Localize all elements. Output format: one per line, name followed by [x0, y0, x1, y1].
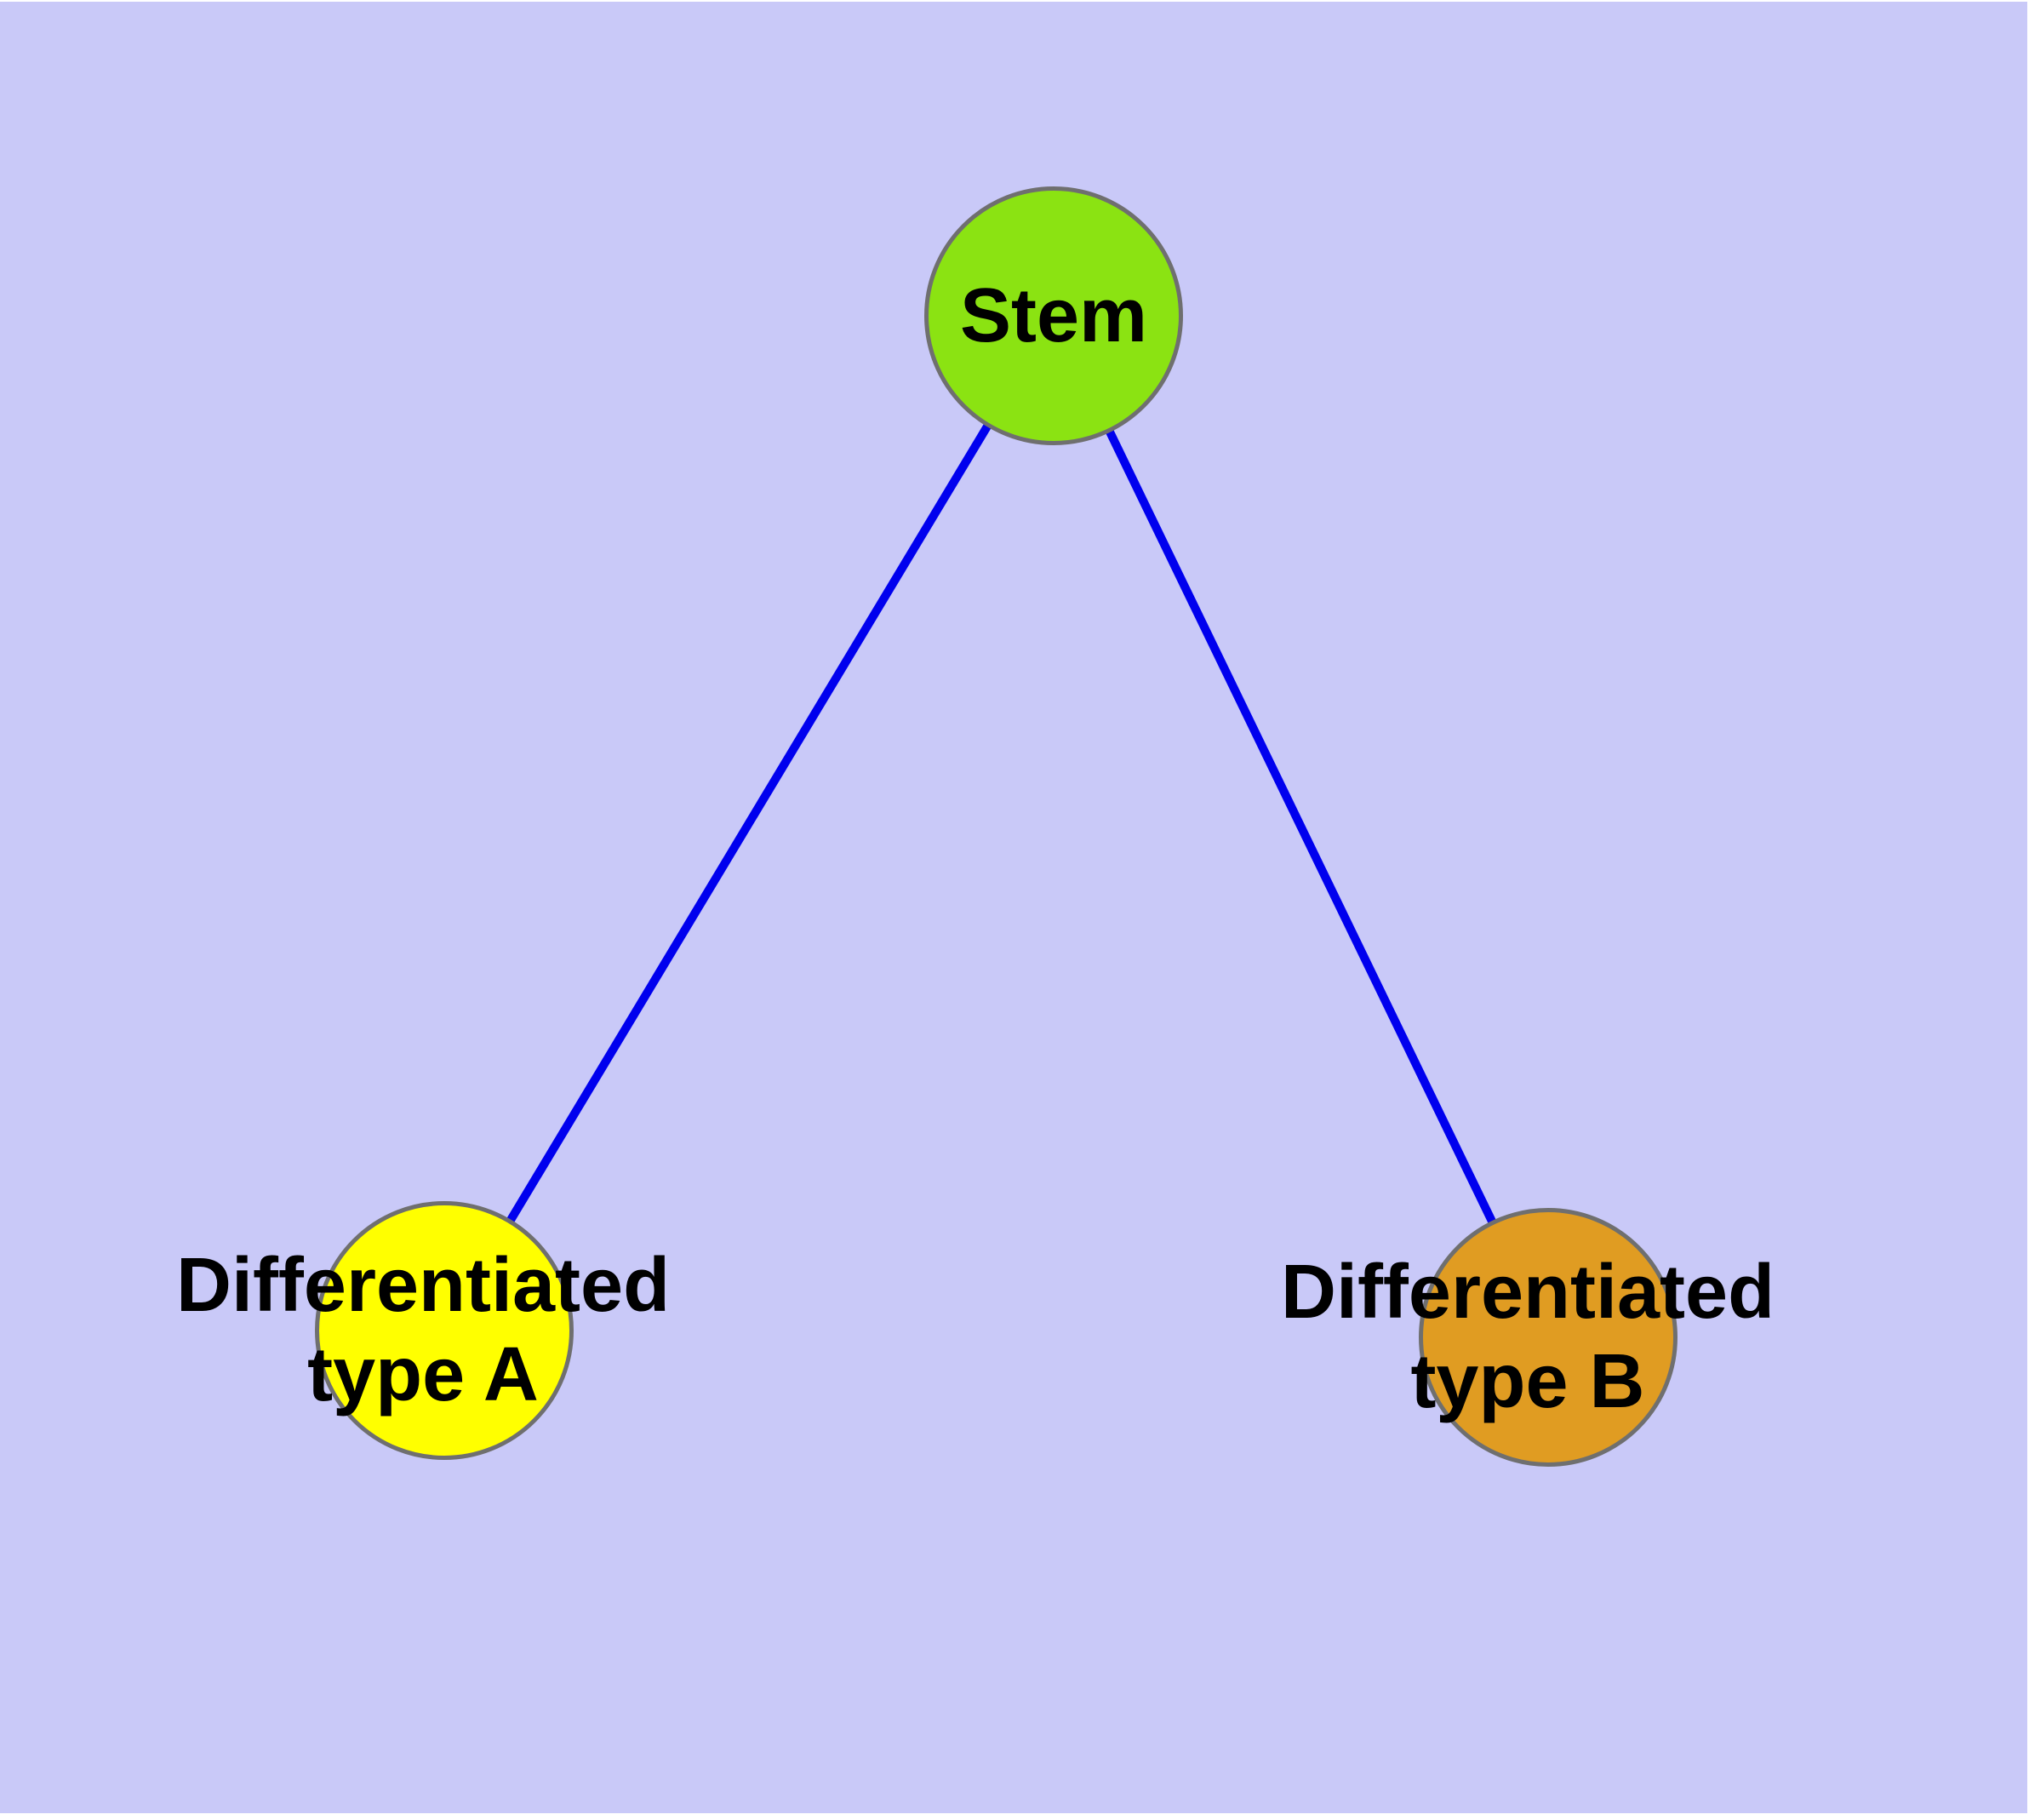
label-b-line-1: Differentiated: [1280, 1250, 1775, 1335]
node-differentiated-type-a-label: Differentiated type A: [176, 1241, 670, 1420]
label-a-line-2: type A: [307, 1332, 539, 1417]
node-differentiated-type-a: [315, 1201, 574, 1460]
node-stem-label: Stem: [959, 272, 1148, 358]
label-a-line-1: Differentiated: [175, 1243, 671, 1328]
label-b-line-2: type B: [1410, 1339, 1645, 1424]
node-differentiated-type-b-label: Differentiated type B: [1281, 1248, 1775, 1427]
node-stem: Stem: [924, 186, 1183, 445]
edge-stem-to-type-a: [440, 313, 1058, 1333]
node-differentiated-type-b: [1419, 1208, 1677, 1467]
edge-stem-to-type-b: [1049, 313, 1552, 1340]
